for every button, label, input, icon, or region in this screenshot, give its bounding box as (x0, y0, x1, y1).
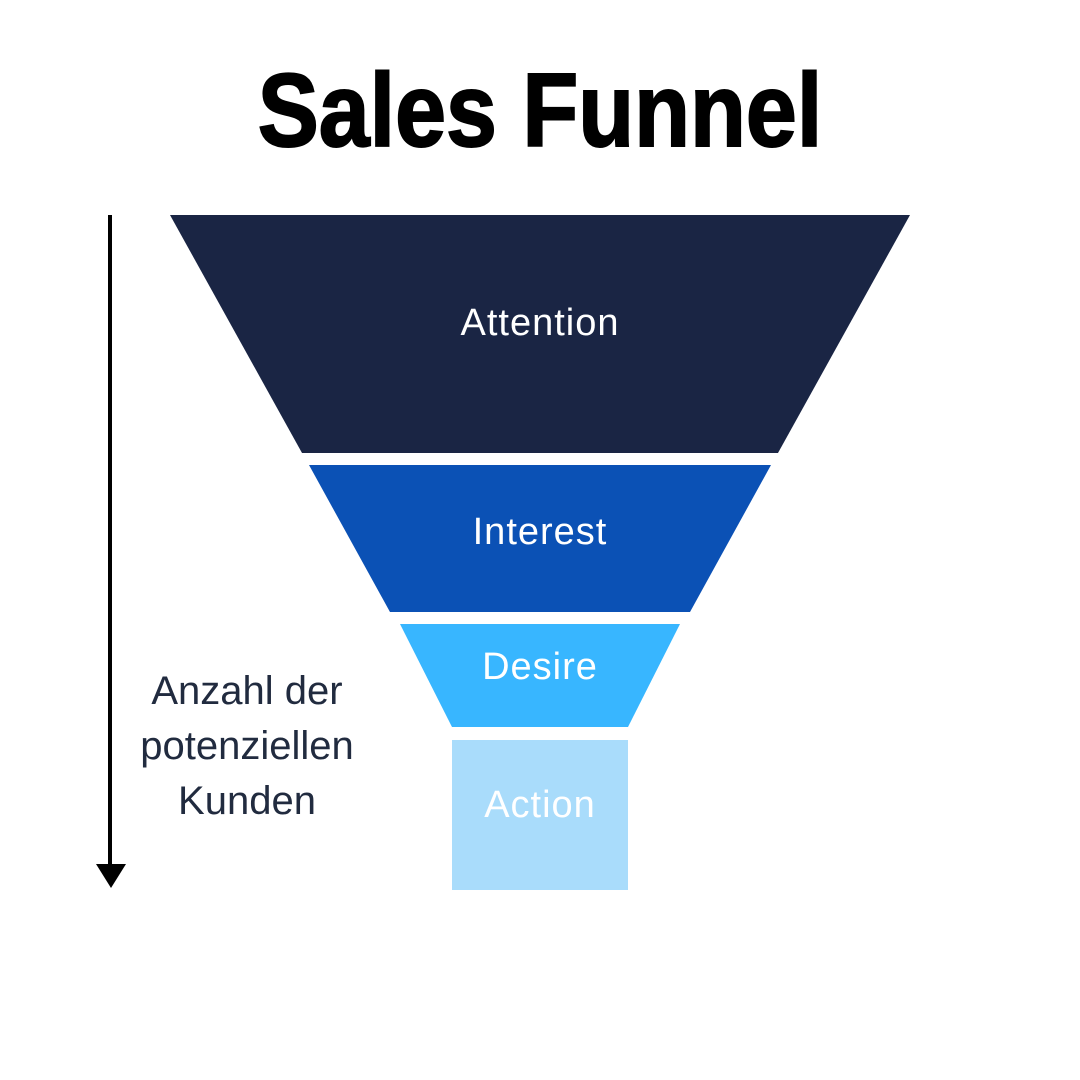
funnel-stage-label: Attention (460, 301, 620, 344)
funnel-stage-label: Interest (472, 510, 608, 553)
funnel-stage-attention: Attention (170, 215, 910, 453)
axis-label-line: Kunden (178, 779, 316, 823)
funnel-stage-desire: Desire (400, 624, 680, 727)
funnel-stage-action: Action (452, 740, 628, 890)
down-arrow-icon (96, 864, 126, 888)
axis-label-line: potenziellen (140, 724, 354, 768)
funnel-stage-label: Action (484, 783, 596, 826)
down-arrow-shaft (108, 215, 112, 866)
page-title: Sales Funnel (257, 52, 823, 170)
funnel-stage-interest: Interest (309, 465, 771, 612)
customer-count-axis-label: Anzahl der potenziellen Kunden (97, 664, 397, 829)
funnel-stage-label: Desire (482, 645, 598, 688)
axis-label-line: Anzahl der (151, 669, 343, 713)
